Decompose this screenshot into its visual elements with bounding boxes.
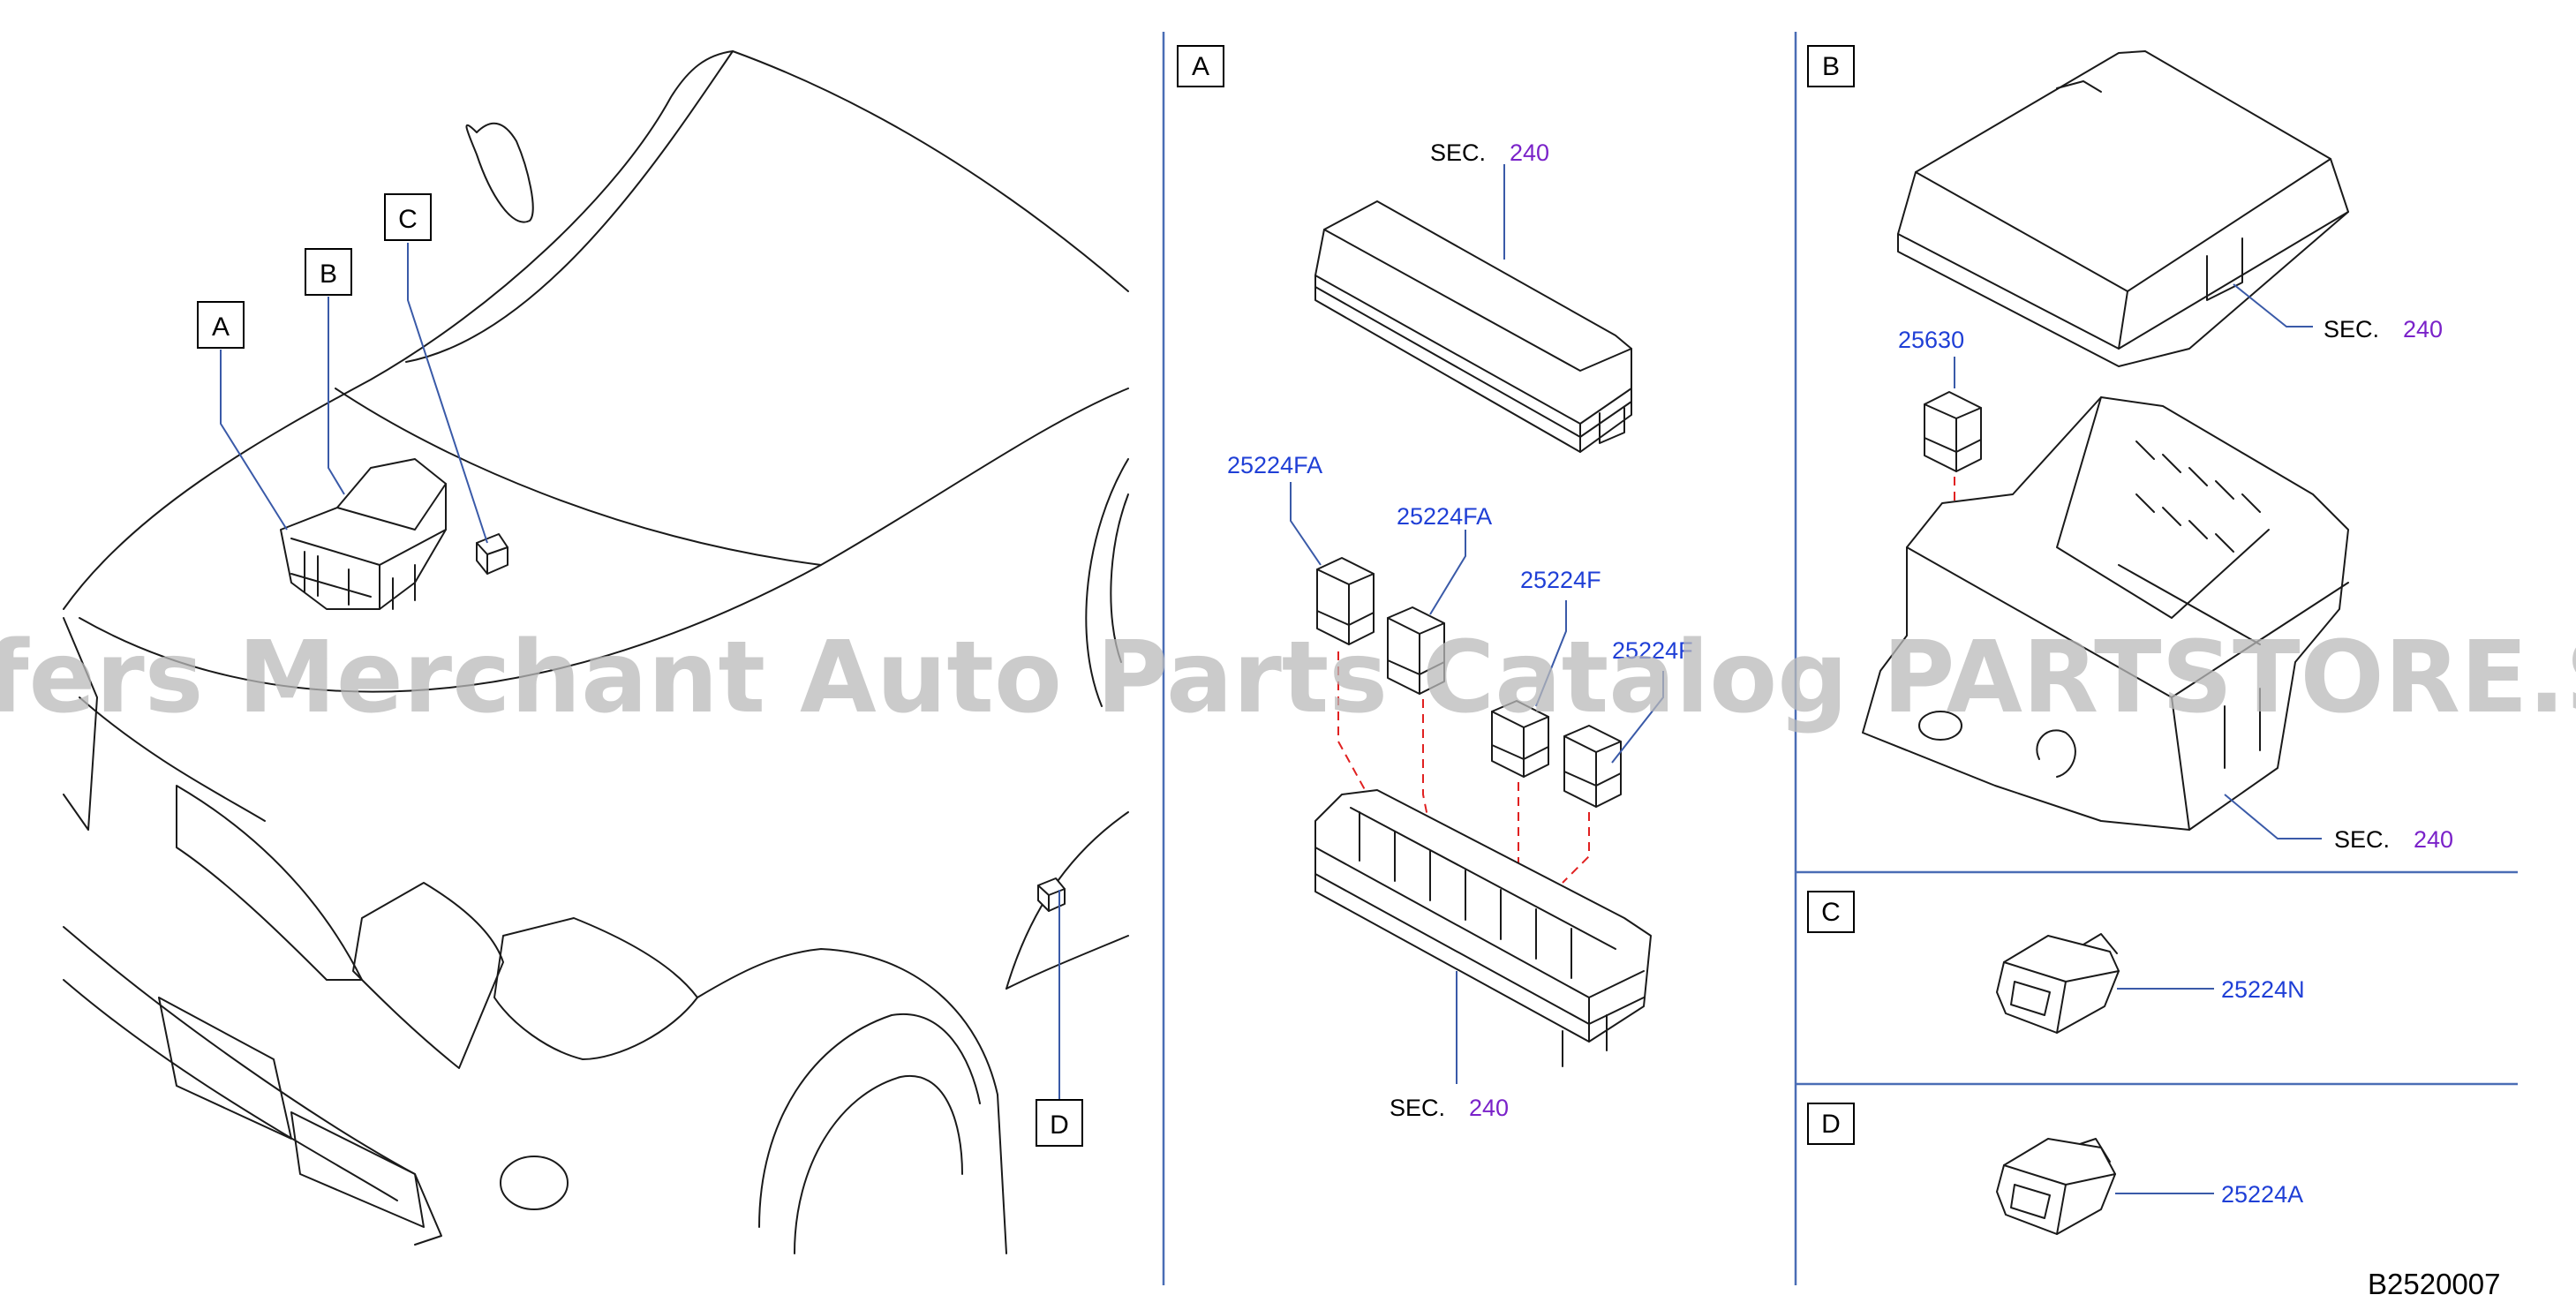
relay-a-1: [1316, 557, 1375, 645]
pn-25224a: 25224A: [2221, 1181, 2303, 1208]
section-d-label: D: [1807, 1103, 1855, 1145]
pn-25224fa-2: 25224FA: [1397, 503, 1492, 530]
vehicle-fuse-box: [280, 458, 447, 610]
svg-text:C: C: [398, 205, 418, 234]
sec-a-cover-prefix: SEC.: [1430, 139, 1486, 166]
leader-b-box: [2224, 794, 2322, 839]
section-b-relay: [1924, 391, 1982, 472]
watermark: Offers Merchant Auto Parts Catalog PARTS…: [0, 621, 2576, 735]
svg-text:D: D: [1821, 1110, 1841, 1139]
vehicle-relay-d: [1037, 877, 1066, 912]
pn-25224n: 25224N: [2221, 976, 2305, 1003]
section-b-cover: [1897, 50, 2349, 367]
guide-a-2: [1422, 699, 1431, 831]
sec-b-cover-number: 240: [2403, 316, 2443, 343]
leader-a: [220, 350, 288, 531]
relay-a-3: [1491, 700, 1549, 778]
guide-a-1: [1337, 651, 1378, 813]
callout-d: D: [1036, 1099, 1083, 1147]
leader-relay-a-4: [1611, 671, 1664, 764]
pn-25224fa-1: 25224FA: [1227, 452, 1322, 478]
sec-a-block-number: 240: [1469, 1095, 1509, 1121]
sec-a-block-prefix: SEC.: [1390, 1095, 1445, 1121]
sec-b-cover-prefix: SEC.: [2324, 316, 2379, 343]
svg-text:A: A: [212, 312, 230, 342]
sec-b-box-prefix: SEC.: [2334, 826, 2390, 853]
section-a-label: A: [1177, 45, 1224, 87]
pn-25630: 25630: [1898, 327, 1964, 353]
leader-relay-a-2: [1429, 530, 1466, 615]
svg-text:C: C: [1821, 898, 1841, 927]
section-c-relay: [1996, 933, 2120, 1034]
sec-b-box-number: 240: [2414, 826, 2453, 853]
pn-25224f-2: 25224F: [1612, 637, 1693, 664]
leader-c: [407, 243, 488, 544]
relay-a-4: [1563, 725, 1622, 808]
diagram-code: B2520007: [2368, 1268, 2500, 1300]
leader-b-cover: [2233, 283, 2313, 328]
vehicle-relay-c: [476, 533, 508, 575]
svg-text:A: A: [1192, 52, 1209, 81]
section-d-relay: [1996, 1138, 2116, 1235]
leader-b: [328, 297, 345, 495]
leader-relay-a-1: [1290, 482, 1322, 566]
leader-relay-a-3: [1535, 600, 1567, 707]
section-a-cover: [1314, 200, 1632, 453]
section-a-relay-block: [1314, 789, 1652, 1067]
svg-text:D: D: [1050, 1110, 1069, 1140]
vehicle-illustration: [63, 50, 1129, 1254]
svg-text:B: B: [1822, 52, 1840, 81]
guide-a-4: [1562, 812, 1590, 884]
callout-b: B: [305, 248, 352, 296]
section-b-label: B: [1807, 45, 1855, 87]
pn-25224f-1: 25224F: [1520, 567, 1601, 593]
callout-c: C: [384, 193, 432, 241]
relay-a-2: [1387, 606, 1445, 695]
section-c-label: C: [1807, 891, 1855, 933]
svg-text:B: B: [320, 260, 337, 289]
sec-a-cover-number: 240: [1510, 139, 1549, 166]
callout-a: A: [197, 301, 245, 349]
section-b-fuse-box: [1862, 396, 2349, 831]
